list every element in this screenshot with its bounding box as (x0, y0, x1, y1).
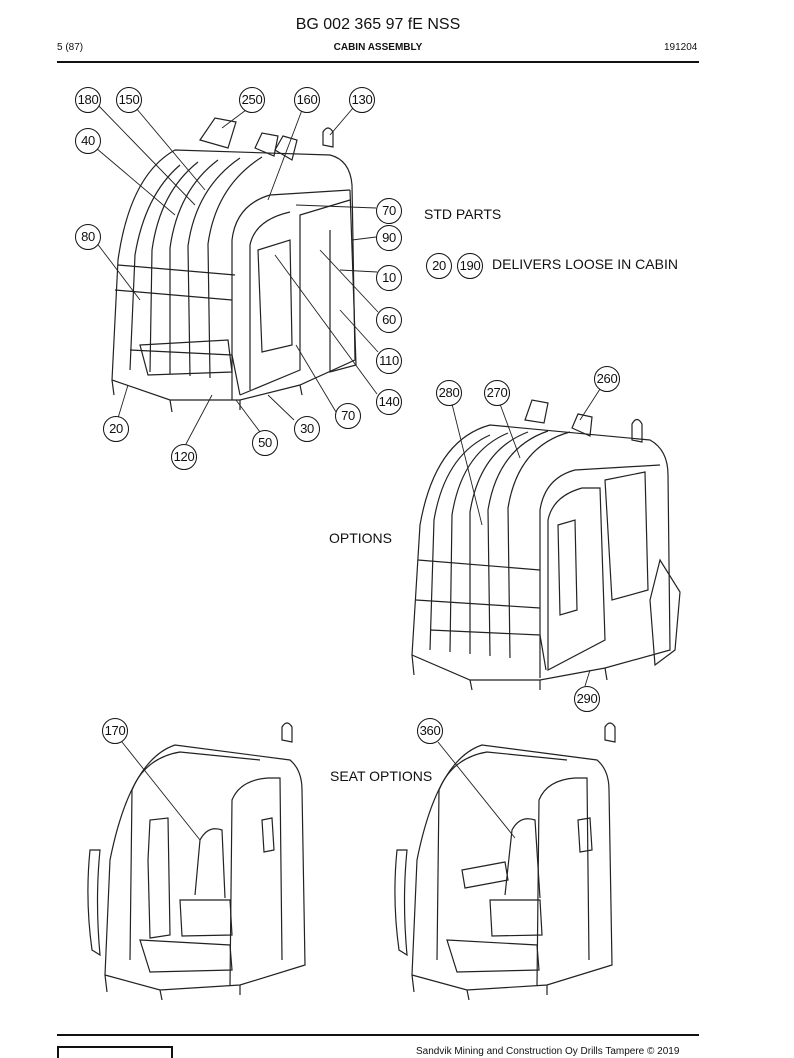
callout-20: 20 (103, 416, 129, 442)
page-number: 5 (87) (57, 42, 84, 53)
cabin-options-drawing (411, 399, 681, 691)
options-label: OPTIONS (329, 530, 393, 546)
header-rule (57, 61, 699, 63)
cabin-seat-option-360-drawing (394, 722, 616, 1001)
document-title: BG 002 365 97 fE NSS (295, 16, 461, 33)
callout-60: 60 (376, 307, 402, 333)
cabin-seat-option-170-drawing (87, 722, 306, 1001)
callout-130: 130 (349, 87, 375, 113)
callout-80: 80 (75, 224, 101, 250)
callout-loose-20: 20 (426, 253, 452, 279)
callout-280: 280 (436, 380, 462, 406)
callout-loose-190: 190 (457, 253, 483, 279)
document-date: 191204 (664, 42, 698, 53)
callout-290: 290 (574, 686, 600, 712)
callout-180: 180 (75, 87, 101, 113)
callout-250: 250 (239, 87, 265, 113)
company-logo (57, 1046, 173, 1058)
std-parts-label: STD PARTS (424, 206, 502, 222)
footer-copyright: Sandvik Mining and Construction Oy Drill… (416, 1046, 680, 1057)
callout-170: 170 (102, 718, 128, 744)
seat-options-label: SEAT OPTIONS (330, 768, 433, 784)
callout-90: 90 (376, 225, 402, 251)
delivers-loose-label: DELIVERS LOOSE IN CABIN (492, 256, 678, 272)
callout-70-upper: 70 (376, 198, 402, 224)
callout-50: 50 (252, 430, 278, 456)
callout-360: 360 (417, 718, 443, 744)
callout-150: 150 (116, 87, 142, 113)
callout-110: 110 (376, 348, 402, 374)
section-title: CABIN ASSEMBLY (333, 42, 423, 53)
callout-120: 120 (171, 444, 197, 470)
cabin-standard-drawing (111, 117, 357, 413)
callout-30: 30 (294, 416, 320, 442)
callout-270: 270 (484, 380, 510, 406)
callout-40: 40 (75, 128, 101, 154)
callout-260: 260 (594, 366, 620, 392)
callout-70-lower: 70 (335, 403, 361, 429)
callout-10: 10 (376, 265, 402, 291)
callout-160: 160 (294, 87, 320, 113)
footer-rule (57, 1034, 699, 1036)
callout-140: 140 (376, 389, 402, 415)
